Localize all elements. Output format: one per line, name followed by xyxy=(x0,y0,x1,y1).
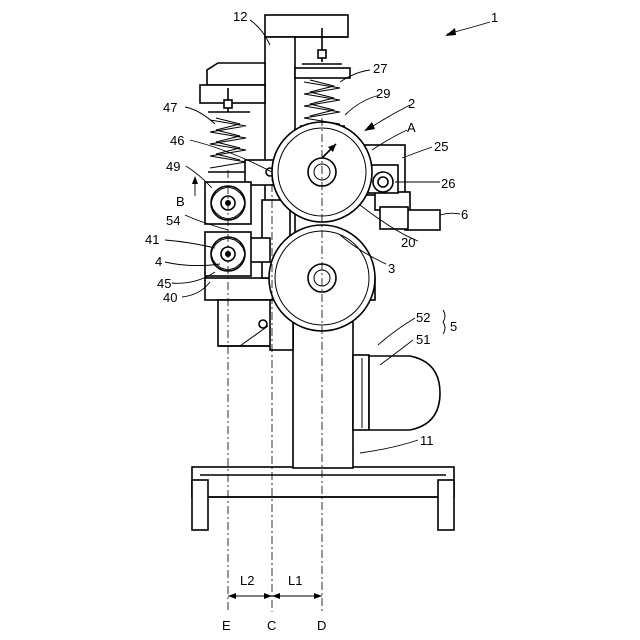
label-41: 41 xyxy=(145,232,159,247)
label-40: 40 xyxy=(163,290,177,305)
label-45: 45 xyxy=(157,276,171,291)
label-B: B xyxy=(176,194,185,209)
label-29: 29 xyxy=(376,86,390,101)
label-D: D xyxy=(317,618,326,633)
motor-unit-5 xyxy=(353,355,440,430)
label-47: 47 xyxy=(163,100,177,115)
label-52: 52 xyxy=(416,310,430,325)
dimension-lines xyxy=(228,593,322,599)
label-C: C xyxy=(267,618,276,633)
label-46: 46 xyxy=(170,133,184,148)
label-49: 49 xyxy=(166,159,180,174)
label-51: 51 xyxy=(416,332,430,347)
label-3: 3 xyxy=(388,261,395,276)
label-A: A xyxy=(407,120,416,135)
label-L2: L2 xyxy=(240,573,254,588)
label-25: 25 xyxy=(434,139,448,154)
label-26: 26 xyxy=(441,176,455,191)
label-11: 11 xyxy=(420,433,434,448)
label-1: 1 xyxy=(491,10,498,25)
label-6: 6 xyxy=(461,207,468,222)
label-2: 2 xyxy=(408,96,415,111)
label-E: E xyxy=(222,618,231,633)
label-20: 20 xyxy=(401,235,415,250)
label-L1: L1 xyxy=(288,573,302,588)
label-54: 54 xyxy=(166,213,180,228)
label-12: 12 xyxy=(233,9,247,24)
left-bracket xyxy=(200,63,265,103)
label-4: 4 xyxy=(155,254,162,269)
label-27: 27 xyxy=(373,61,387,76)
base-frame xyxy=(192,467,454,530)
label-5: 5 xyxy=(450,319,457,334)
right-upper-frame xyxy=(295,68,350,78)
